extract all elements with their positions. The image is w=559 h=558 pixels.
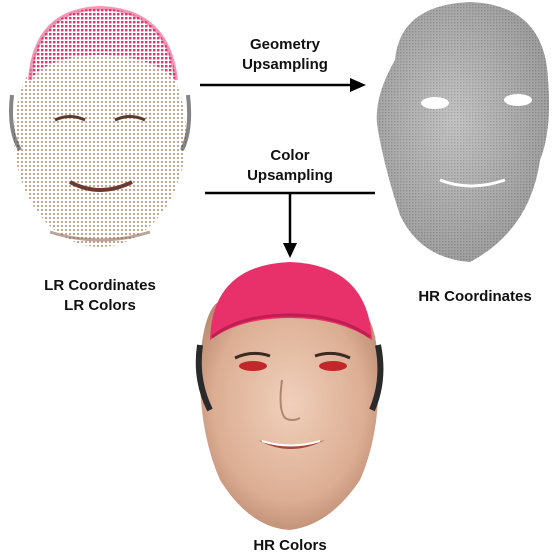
hr-coordinates-text: HR Coordinates [395,287,555,307]
hr-colors-face [199,262,381,530]
lr-label: LR Coordinates LR Colors [20,276,180,316]
hr-coordinates-face [377,2,549,262]
color-upsampling-arrow [205,193,375,258]
geometry-label-line2: Upsampling [205,55,365,75]
geometry-upsampling-label: Geometry Upsampling [205,35,365,75]
color-upsampling-label: Color Upsampling [210,146,370,186]
geometry-upsampling-arrow [200,78,366,92]
lr-label-line2: LR Colors [20,296,180,316]
lr-point-cloud-face [11,8,189,247]
color-label-line2: Upsampling [210,166,370,186]
hr-colors-label: HR Colors [210,536,370,556]
color-label-line1: Color [210,146,370,166]
hr-coordinates-label: HR Coordinates [395,287,555,307]
lr-label-line1: LR Coordinates [20,276,180,296]
hr-colors-text: HR Colors [210,536,370,556]
geometry-label-line1: Geometry [205,35,365,55]
